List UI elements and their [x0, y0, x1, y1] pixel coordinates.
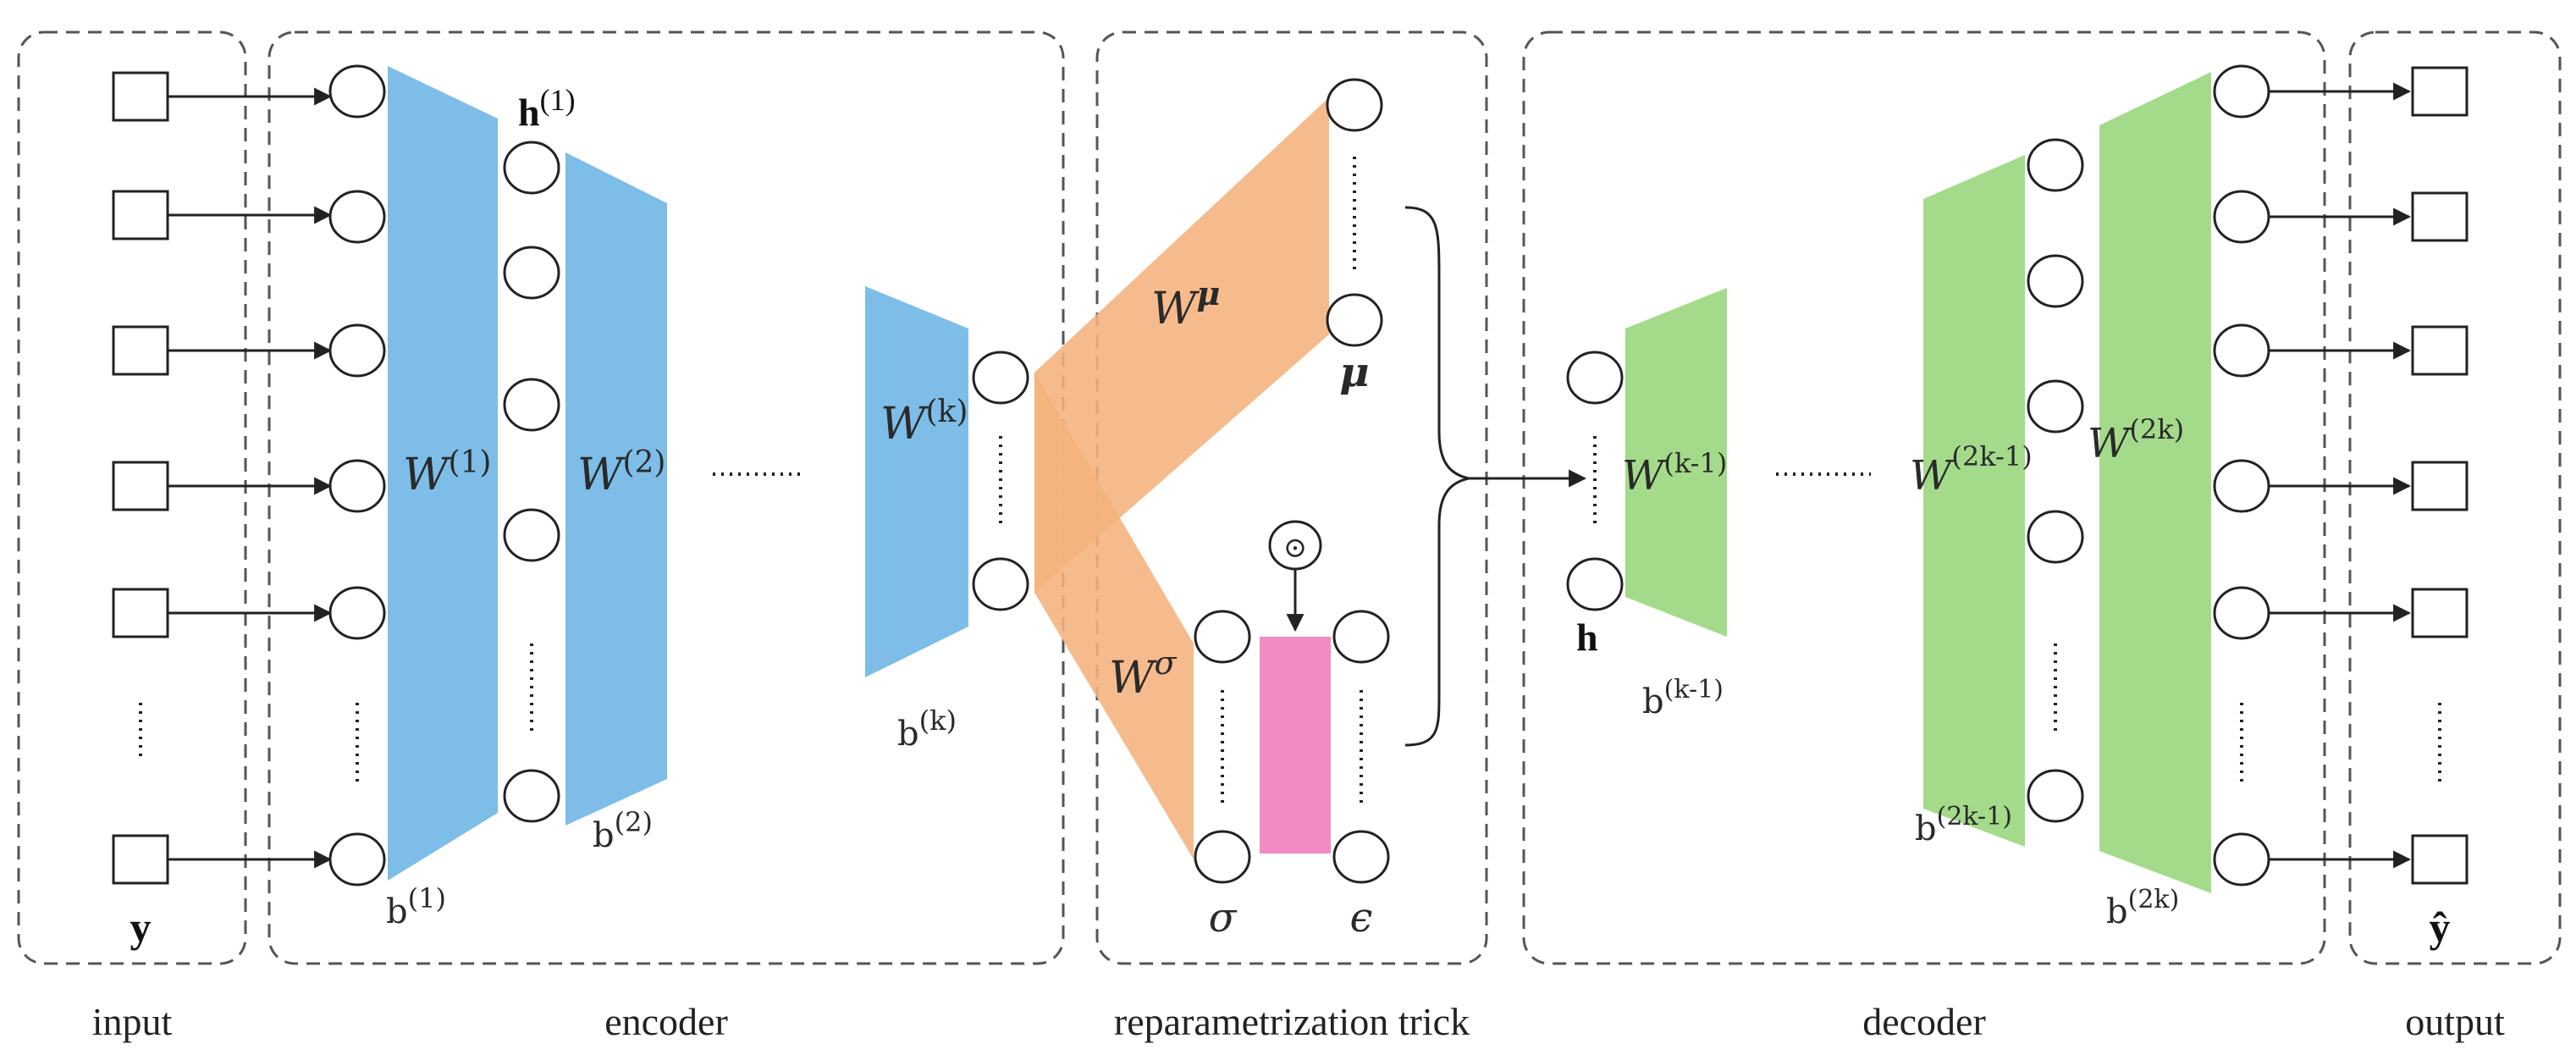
reparam-sigma-weights: [1034, 373, 1194, 859]
node: [503, 769, 560, 823]
reparam-mu-weights: [1034, 97, 1329, 593]
w1-label: W(1): [403, 445, 491, 500]
node: [1566, 557, 1624, 611]
h-label: h: [1576, 616, 1598, 659]
output-units: [2269, 66, 2468, 885]
input-units: [112, 71, 333, 885]
node: [2027, 510, 2084, 564]
wk-label: W(k): [880, 395, 968, 450]
input-y-label: y: [130, 903, 152, 951]
b1-label: b(1): [386, 882, 446, 931]
node: [1566, 351, 1624, 405]
sigma-label: σ: [1209, 894, 1238, 942]
encoder-hidden1-nodes: [503, 141, 560, 823]
output-section-box: [2348, 30, 2562, 965]
encoder-output-nodes: [972, 351, 1029, 611]
input-section-box: [17, 30, 247, 965]
input-square: [112, 588, 169, 638]
node: [972, 557, 1029, 611]
node: [2027, 254, 2084, 308]
node: [503, 378, 560, 432]
decoder-hidden-nodes: [2027, 138, 2084, 823]
node: [1332, 610, 1390, 664]
input-square: [112, 190, 169, 240]
encoder-label: encoder: [604, 1000, 728, 1043]
decoder-layer-2k: [2099, 72, 2211, 893]
noise-block: [1260, 637, 1331, 853]
node: [1326, 78, 1383, 132]
input-square: [112, 325, 169, 376]
node: [2213, 586, 2270, 640]
w2k-label: W(2k): [2088, 413, 2184, 467]
node: [1326, 293, 1383, 347]
decoder-layer-2k-1: [1923, 155, 2025, 847]
epsilon-nodes: [1332, 610, 1390, 884]
output-square: [2411, 191, 2468, 242]
node: [2027, 769, 2084, 823]
node: [328, 459, 386, 513]
output-square: [2411, 588, 2468, 638]
node: [2027, 138, 2084, 192]
node: [2213, 832, 2270, 887]
b2k1-label: b(2k-1): [1915, 802, 2012, 848]
node: [328, 190, 386, 244]
h1-label: h(1): [518, 83, 576, 134]
output-square: [2411, 66, 2468, 117]
encoder-layer-2: [565, 152, 667, 826]
bk1-label: b(k-1): [1642, 675, 1724, 721]
output-label: output: [2405, 1000, 2505, 1043]
output-square: [2411, 834, 2468, 885]
node: [1194, 830, 1251, 884]
node: [2213, 323, 2270, 378]
node: [328, 586, 386, 640]
input-square: [112, 834, 169, 885]
input-square: [112, 461, 169, 511]
reparam-label: reparametrization trick: [1114, 1000, 1470, 1043]
epsilon-label: ϵ: [1350, 894, 1373, 942]
b2-label: b(2): [593, 806, 653, 855]
odot-symbol: ⊙: [1283, 531, 1308, 565]
node: [503, 141, 560, 195]
node: [972, 351, 1029, 405]
combine-brace: [1404, 206, 1470, 747]
encoder-layer-1: [388, 66, 498, 881]
latent-h-nodes: [1566, 351, 1624, 611]
input-square: [112, 71, 169, 122]
decoder-label: decoder: [1862, 1000, 1986, 1043]
node: [328, 832, 386, 887]
encoder-input-nodes: [328, 64, 386, 887]
node: [503, 508, 560, 562]
node: [2213, 459, 2270, 513]
wmu-label: Wμ: [1151, 274, 1220, 334]
node: [2213, 64, 2270, 119]
node: [328, 323, 386, 378]
node: [1194, 610, 1251, 664]
encoder-layer-k: [865, 286, 968, 677]
node: [1332, 830, 1390, 884]
b2k-label: b(2k): [2106, 885, 2179, 931]
output-square: [2411, 325, 2468, 376]
w2-label: W(2): [577, 445, 665, 500]
bk-label: b(k): [897, 704, 957, 754]
node: [2027, 379, 2084, 434]
node: [2213, 190, 2270, 244]
sigma-nodes: [1194, 610, 1251, 884]
output-square: [2411, 461, 2468, 511]
mu-nodes: [1326, 78, 1383, 347]
decoder-section-box: [1522, 30, 2326, 965]
decoder-layer-k-1: [1625, 288, 1727, 637]
mu-label: μ: [1339, 349, 1369, 396]
wk1-label: W(k-1): [1622, 447, 1727, 500]
w2k1-label: W(2k-1): [1910, 440, 2033, 500]
decoder-output-nodes: [2213, 64, 2270, 887]
input-label: input: [92, 1000, 173, 1043]
node: [328, 64, 386, 119]
output-yhat-label: ŷ: [2430, 903, 2451, 951]
node: [503, 246, 560, 300]
wsigma-label: Wσ: [1109, 644, 1177, 704]
